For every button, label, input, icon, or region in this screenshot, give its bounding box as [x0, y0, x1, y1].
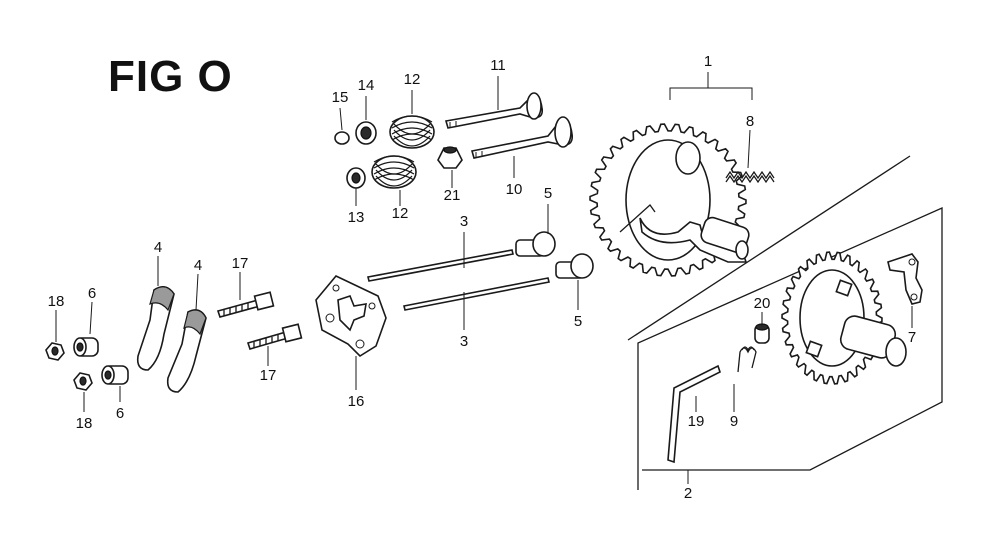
label-20: 20 [754, 295, 771, 312]
cotter-15 [334, 131, 350, 145]
inset-frame [627, 155, 943, 490]
valve-10 [470, 116, 574, 159]
label-17-lower: 17 [260, 367, 277, 384]
label-4-right: 4 [194, 257, 202, 274]
nut-18-lower [73, 372, 93, 391]
leader-lines [55, 72, 913, 484]
camshaft-gear-2 [781, 251, 907, 385]
valve-seal-21 [437, 146, 463, 169]
label-9: 9 [730, 413, 738, 430]
pivot-6-lower [101, 365, 129, 385]
rocker-arm-4-right [166, 309, 207, 393]
stud-17-lower [246, 323, 303, 350]
push-rod-3-upper [367, 249, 514, 282]
valve-spring-12-upper [389, 115, 435, 149]
pin-20 [754, 323, 770, 344]
label-11: 11 [490, 57, 506, 74]
label-15: 15 [332, 89, 349, 106]
push-rod-3-lower [403, 277, 550, 311]
tappet-5-lower [555, 253, 594, 279]
label-8: 8 [746, 113, 754, 130]
retainer-13 [346, 167, 366, 189]
spring-9 [737, 346, 757, 373]
spring-8 [725, 170, 775, 184]
decompressor-lever-7 [887, 253, 923, 305]
part-labels: 15 14 12 11 1 8 13 12 21 10 3 5 3 5 4 4 … [48, 53, 917, 502]
valve-11 [444, 92, 544, 129]
label-1: 1 [704, 53, 712, 70]
label-5-lower: 5 [574, 313, 582, 330]
label-14: 14 [358, 77, 375, 94]
label-6-lower: 6 [116, 405, 124, 422]
label-21: 21 [444, 187, 461, 204]
camshaft-gear-1 [589, 123, 750, 277]
label-6-upper: 6 [88, 285, 96, 302]
label-18-upper: 18 [48, 293, 65, 310]
label-7: 7 [908, 329, 916, 346]
label-16: 16 [348, 393, 365, 410]
label-4-left: 4 [154, 239, 162, 256]
label-5-upper: 5 [544, 185, 552, 202]
label-3-lower: 3 [460, 333, 468, 350]
nut-18-upper [45, 342, 65, 361]
label-13: 13 [348, 209, 365, 226]
hex-key-19 [667, 364, 721, 464]
label-10: 10 [506, 181, 523, 198]
retainer-14 [355, 121, 377, 145]
pivot-6-upper [73, 337, 99, 357]
valve-spring-12-lower [371, 155, 417, 189]
label-19: 19 [688, 413, 705, 430]
label-18-lower: 18 [76, 415, 93, 432]
label-3-upper: 3 [460, 213, 468, 230]
label-12-upper: 12 [404, 71, 421, 88]
label-12-lower: 12 [392, 205, 409, 222]
rocker-arm-4-left [136, 286, 175, 371]
label-17-upper: 17 [232, 255, 249, 272]
guide-plate-16 [315, 275, 387, 358]
stud-17-upper [216, 291, 275, 318]
figure-title: FIG O [108, 52, 233, 101]
tappet-5-upper [515, 231, 556, 257]
label-2: 2 [684, 485, 692, 502]
